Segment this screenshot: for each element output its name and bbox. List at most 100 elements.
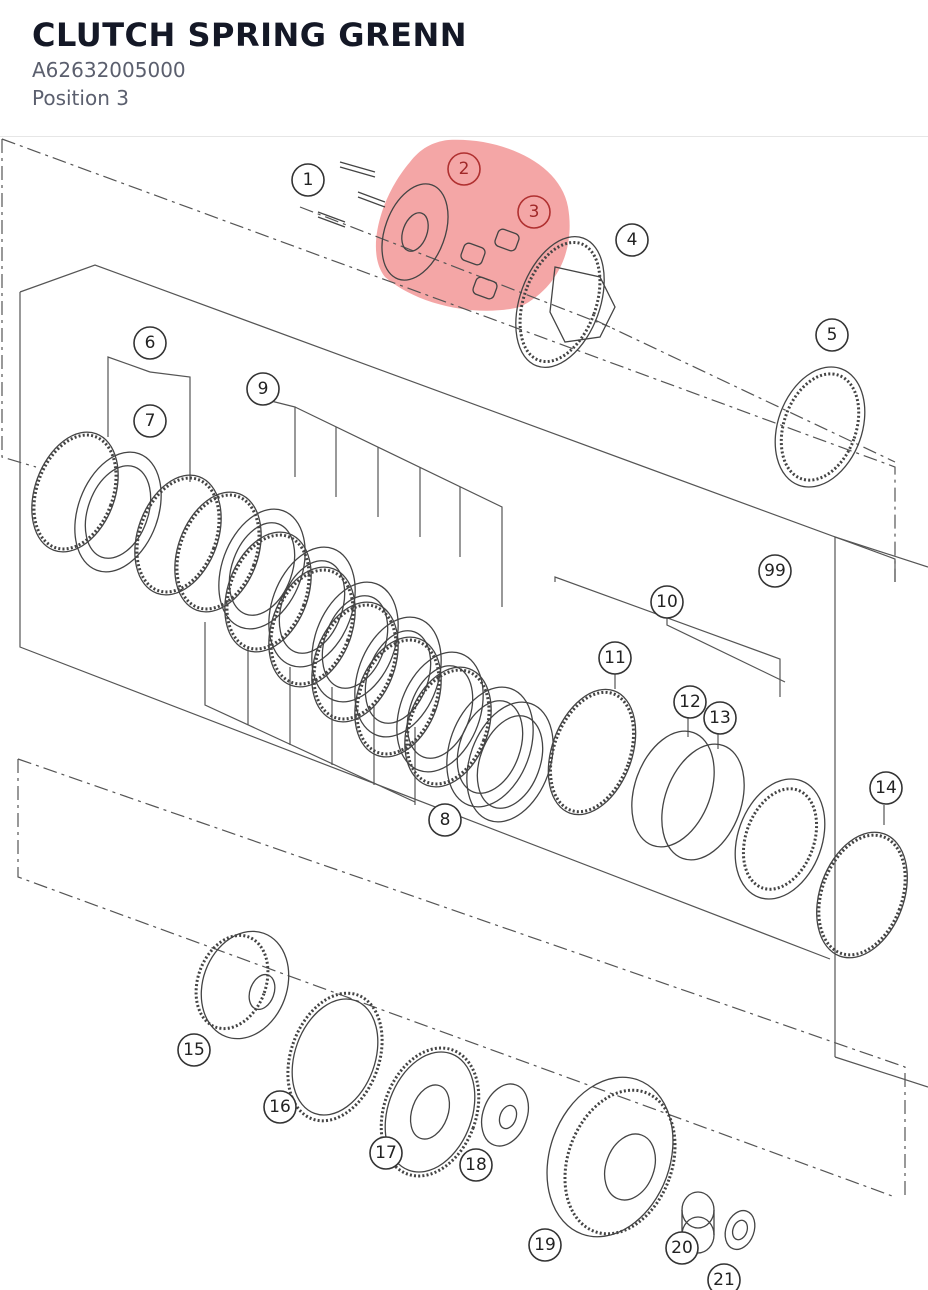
callout-circle[interactable] (815, 318, 849, 352)
friction-plate-teeth (405, 668, 491, 786)
clutch-plate (396, 651, 484, 773)
clutch-plate-stack (31, 431, 554, 823)
friction-plate-teeth (225, 533, 311, 651)
callout-circle[interactable] (665, 1231, 699, 1265)
friction-plate-teeth (175, 493, 261, 611)
callout-3[interactable]: 3 (517, 195, 551, 229)
callout-4[interactable]: 4 (615, 223, 649, 257)
clutch-plate (174, 491, 262, 613)
callout-label: 20 (671, 1238, 693, 1258)
callout-label: 10 (656, 592, 678, 612)
callout-circle[interactable] (369, 1136, 403, 1170)
clutch-plate (268, 546, 356, 668)
friction-disc-5 (774, 366, 866, 488)
steel-plate-inner (456, 700, 524, 794)
callout-19[interactable]: 19 (528, 1228, 562, 1262)
friction-plate-teeth (312, 603, 398, 721)
assembly-frames (1, 138, 928, 1198)
callout-17[interactable]: 17 (369, 1136, 403, 1170)
part-number: A62632005000 (32, 58, 186, 82)
callout-label: 4 (627, 230, 638, 250)
callout-circle[interactable] (263, 1090, 297, 1124)
callout-99[interactable]: 99 (758, 554, 792, 588)
callout-16[interactable]: 16 (263, 1090, 297, 1124)
callout-circle[interactable] (528, 1228, 562, 1262)
callout-label: 3 (529, 202, 540, 222)
header-divider (0, 136, 928, 137)
callout-circle[interactable] (428, 803, 462, 837)
steel-plate-inner (476, 715, 544, 809)
callout-circle[interactable] (133, 326, 167, 360)
callout-circle[interactable] (598, 641, 632, 675)
clutch-plate (311, 581, 399, 703)
callout-label: 11 (604, 648, 626, 668)
callout-13[interactable]: 13 (703, 701, 737, 735)
clutch-plate (404, 666, 492, 788)
callout-1[interactable]: 1 (291, 163, 325, 197)
part-position: Position 3 (32, 86, 129, 110)
callout-9[interactable]: 9 (246, 372, 280, 406)
callout-label: 15 (183, 1040, 205, 1060)
callout-8[interactable]: 8 (428, 803, 462, 837)
callout-label: 99 (764, 561, 786, 581)
callout-label: 18 (465, 1155, 487, 1175)
callout-label: 5 (827, 325, 838, 345)
callout-label: 6 (145, 333, 156, 353)
callout-circle[interactable] (758, 554, 792, 588)
callout-circle[interactable] (703, 701, 737, 735)
callout-circle[interactable] (650, 585, 684, 619)
callout-circle[interactable] (869, 771, 903, 805)
callout-label: 16 (269, 1097, 291, 1117)
callout-12[interactable]: 12 (673, 685, 707, 719)
callout-circle[interactable] (177, 1033, 211, 1067)
callout-10[interactable]: 10 (650, 585, 684, 619)
callout-circle[interactable] (707, 1263, 741, 1290)
clutch-plate (354, 636, 442, 758)
callout-18[interactable]: 18 (459, 1148, 493, 1182)
clutch-plate (224, 531, 312, 653)
friction-plate-teeth (32, 433, 118, 551)
callout-label: 2 (459, 159, 470, 179)
callout-circle[interactable] (291, 163, 325, 197)
callout-15[interactable]: 15 (177, 1033, 211, 1067)
callout-circle[interactable] (673, 685, 707, 719)
callout-circle[interactable] (517, 195, 551, 229)
friction-plate-teeth (135, 476, 221, 594)
right-group (547, 688, 908, 959)
pressure-cap (381, 183, 449, 281)
callout-label: 7 (145, 411, 156, 431)
clutch-plate (74, 451, 162, 573)
callout-circle[interactable] (615, 223, 649, 257)
clutch-plate (311, 601, 399, 723)
steel-plate-inner (84, 465, 152, 559)
callout-label: 13 (709, 708, 731, 728)
callout-14[interactable]: 14 (869, 771, 903, 805)
header: CLUTCH SPRING GRENN A62632005000 Positio… (32, 14, 912, 112)
callout-circle[interactable] (459, 1148, 493, 1182)
clutch-plate (466, 701, 554, 823)
callout-5[interactable]: 5 (815, 318, 849, 352)
callout-20[interactable]: 20 (665, 1231, 699, 1265)
callout-11[interactable]: 11 (598, 641, 632, 675)
part-title: CLUTCH SPRING GRENN (32, 16, 468, 54)
steel-plate-inner (228, 522, 296, 616)
callout-circle[interactable] (447, 152, 481, 186)
callout-circle[interactable] (133, 404, 167, 438)
callout-circle[interactable] (246, 372, 280, 406)
callout-label: 14 (875, 778, 897, 798)
callout-6[interactable]: 6 (133, 326, 167, 360)
clutch-plate (268, 566, 356, 688)
callout-2[interactable]: 2 (447, 152, 481, 186)
callout-21[interactable]: 21 (707, 1263, 741, 1290)
steel-plate-inner (278, 560, 346, 654)
callout-label: 17 (375, 1143, 397, 1163)
callout-label: 12 (679, 692, 701, 712)
callout-label: 1 (303, 170, 314, 190)
friction-plate-teeth (355, 638, 441, 756)
clutch-plate (218, 508, 306, 630)
clutch-plate (446, 686, 534, 808)
highlight-region (375, 139, 570, 311)
callout-7[interactable]: 7 (133, 404, 167, 438)
